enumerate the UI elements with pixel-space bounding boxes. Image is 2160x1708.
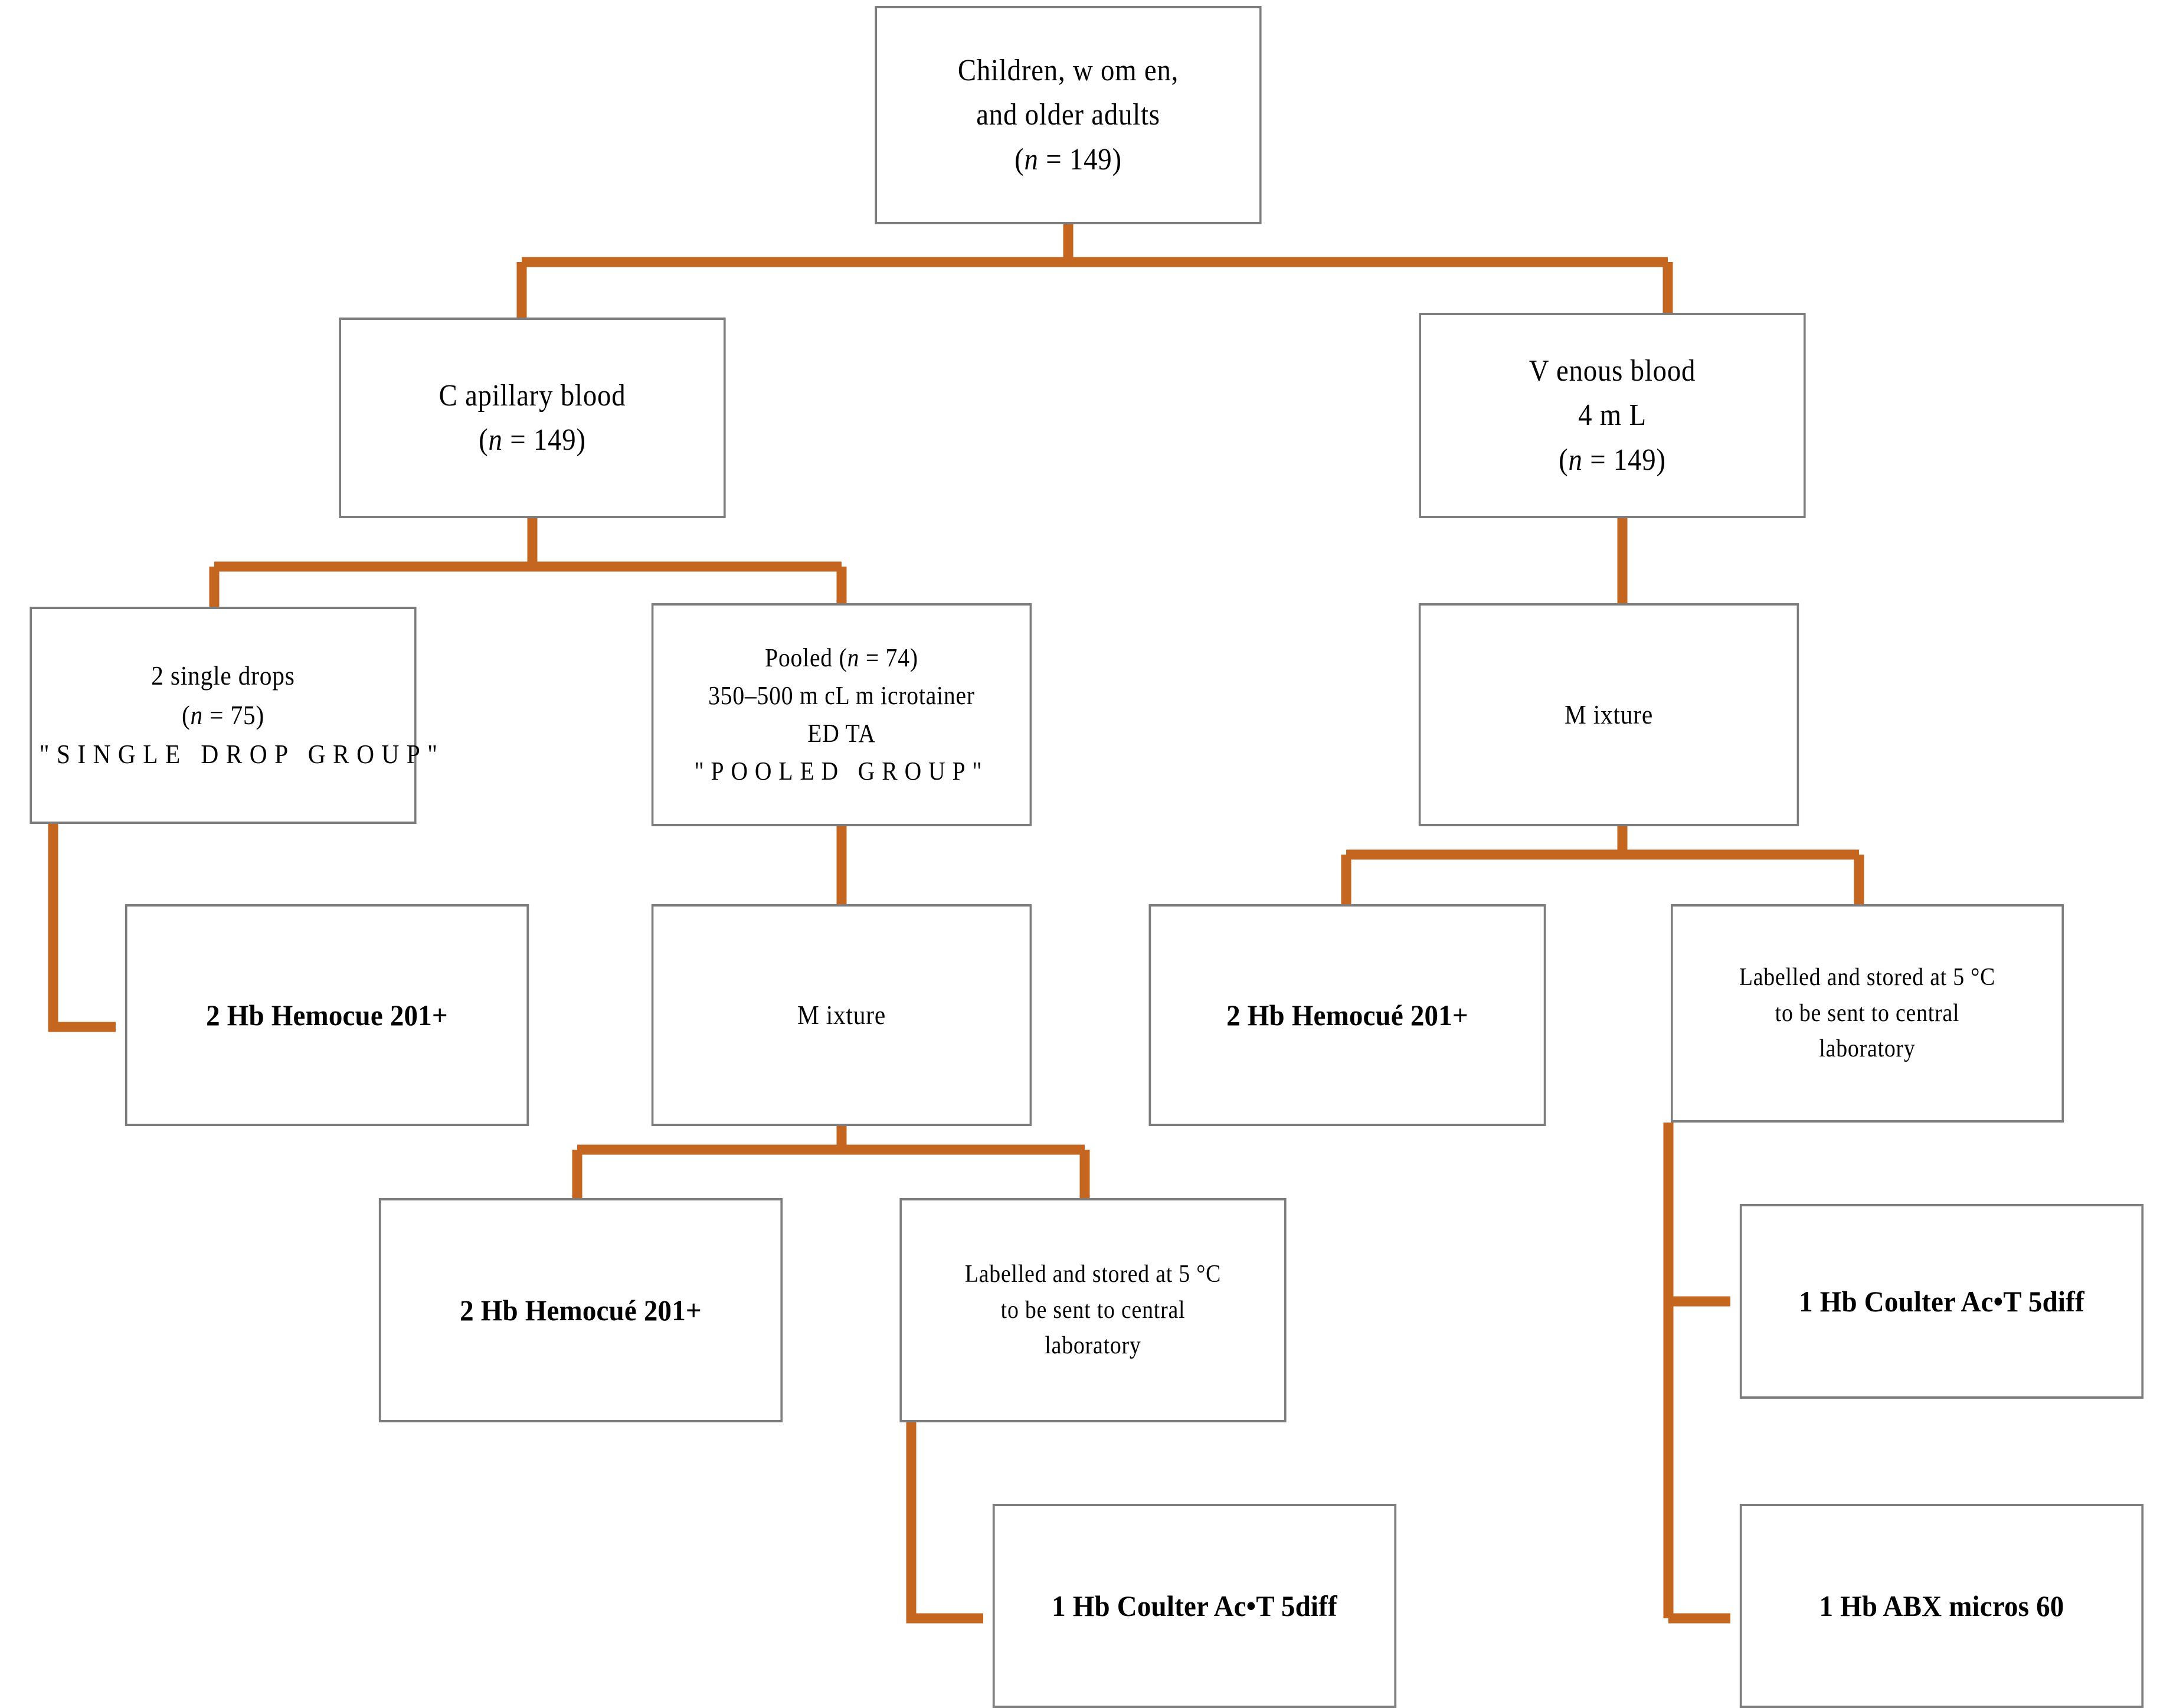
node-line: V enous blood (1529, 354, 1696, 388)
node-line: 1 Hb ABX micros 60 (1819, 1589, 2064, 1622)
node-line: Labelled and stored at 5 °C (964, 1260, 1222, 1288)
node-line: "POOLED GROUP" (694, 756, 989, 786)
node-line: Labelled and stored at 5 °C (1739, 963, 1996, 991)
node-pooled-hemocue[interactable]: 2 Hb Hemocué 201+ (378, 1198, 783, 1422)
node-line: 2 Hb Hemocué 201+ (1226, 998, 1468, 1032)
node-venous-mixture[interactable]: M ixture (1418, 603, 1799, 826)
node-line: 4 m L (1578, 398, 1647, 433)
connector-pooledlabelled-to-coulter (906, 1422, 983, 1624)
node-line: (n = 149) (1014, 142, 1122, 176)
node-line: Children, w om en, (957, 53, 1179, 87)
node-capillary-hemocue[interactable]: 2 Hb Hemocue 201+ (125, 904, 529, 1126)
node-children-women-older-adults[interactable]: Children, w om en, and older adults (n =… (875, 6, 1262, 224)
node-line: 2 single drops (151, 660, 295, 691)
node-line: to be sent to central (1775, 999, 1960, 1027)
node-venous-blood[interactable]: V enous blood 4 m L (n = 149) (1419, 313, 1806, 518)
node-line: laboratory (1045, 1332, 1141, 1360)
node-line: ED TA (807, 719, 876, 748)
node-line: 2 Hb Hemocue 201+ (206, 998, 448, 1032)
node-line: (n = 75) (181, 699, 265, 730)
node-line: C apillary blood (438, 378, 626, 413)
node-line: laboratory (1819, 1035, 1916, 1063)
node-venous-coulter[interactable]: 1 Hb Coulter Ac•T 5diff (1739, 1204, 2144, 1399)
node-line: M ixture (1564, 699, 1654, 729)
node-line: Pooled (n = 74) (765, 643, 918, 673)
connector-singledrops-to-hemocue (48, 824, 116, 1032)
node-line: (n = 149) (479, 423, 586, 457)
node-line: 1 Hb Coulter Ac•T 5diff (1799, 1284, 2084, 1318)
node-pooled-coulter[interactable]: 1 Hb Coulter Ac•T 5diff (992, 1504, 1397, 1708)
node-line: 2 Hb Hemocué 201+ (460, 1293, 702, 1327)
node-two-single-drops[interactable]: 2 single drops (n = 75) "SINGLE DROP GRO… (30, 607, 445, 824)
node-line: M ixture (797, 999, 886, 1030)
node-capillary-blood[interactable]: C apillary blood (n = 149) (339, 318, 726, 518)
node-pooled-group[interactable]: Pooled (n = 74) 350–500 m cL m icrotaine… (651, 603, 1032, 826)
node-line: "SINGLE DROP GROUP" (39, 739, 445, 770)
node-venous-labelled-stored[interactable]: Labelled and stored at 5 °C to be sent t… (1671, 904, 2064, 1123)
node-line: 1 Hb Coulter Ac•T 5diff (1052, 1589, 1337, 1622)
node-pooled-mixture[interactable]: M ixture (651, 904, 1032, 1126)
node-venous-hemocue[interactable]: 2 Hb Hemocué 201+ (1148, 904, 1546, 1126)
node-line: and older adults (976, 98, 1160, 132)
node-venous-abx[interactable]: 1 Hb ABX micros 60 (1739, 1504, 2144, 1708)
node-line: (n = 149) (1559, 443, 1666, 477)
node-line: to be sent to central (1000, 1296, 1186, 1324)
node-pooled-labelled-stored[interactable]: Labelled and stored at 5 °C to be sent t… (899, 1198, 1287, 1422)
node-line: 350–500 m cL m icrotainer (708, 681, 975, 711)
